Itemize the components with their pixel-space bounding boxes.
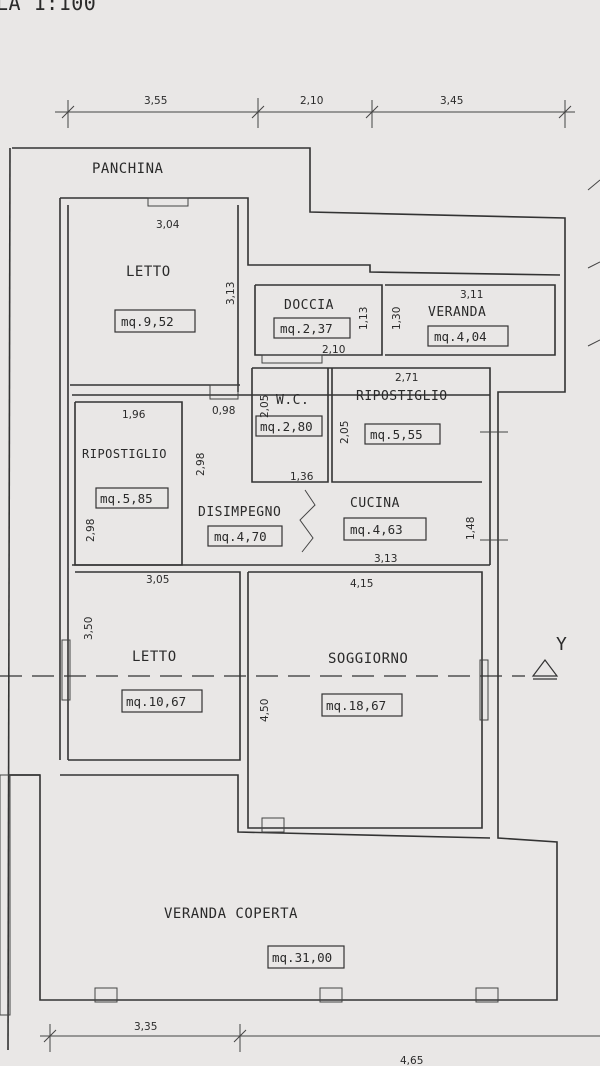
dim-label: 3,11 — [460, 289, 483, 301]
room-area: mq.4,70 — [214, 529, 267, 544]
axis-y-label: Y — [556, 634, 567, 655]
dim-label: 1,96 — [122, 409, 146, 421]
room-name: LETTO — [132, 649, 177, 665]
dim-label: 2,05 — [339, 421, 351, 444]
dim-label: 3,05 — [146, 574, 169, 586]
openings — [61, 197, 508, 1003]
section-marker: Y — [531, 634, 567, 680]
room-area: mq.4,04 — [434, 329, 487, 344]
area-box — [273, 317, 351, 339]
room-area: mq.2,37 — [280, 321, 333, 336]
area-box — [95, 487, 169, 509]
dim-label: 1,30 — [391, 307, 403, 330]
bottom-dimension-line: 3,35 4,65 — [40, 1021, 600, 1066]
dim-label: 0,98 — [212, 405, 235, 417]
scale-label: LA 1:100 — [0, 0, 96, 15]
room-area: mq.5,85 — [100, 491, 153, 506]
room-area: mq.10,67 — [126, 694, 186, 709]
dim-label: 4,50 — [259, 699, 271, 722]
room-area: mq.31,00 — [272, 950, 332, 965]
area-box — [255, 415, 323, 437]
area-box — [207, 525, 283, 547]
dim-label: 2,98 — [85, 519, 97, 542]
room-area: mq.5,55 — [370, 427, 423, 442]
label-panchina: PANCHINA — [92, 161, 164, 177]
room-name: VERANDA COPERTA — [164, 906, 298, 922]
dim-label: 3,13 — [374, 553, 397, 565]
area-box — [267, 945, 345, 969]
dim-label: 3,13 — [225, 282, 237, 305]
dim-top-3: 3,45 — [440, 95, 463, 107]
dim-bottom-2: 4,65 — [400, 1055, 423, 1066]
dim-label: 2,71 — [395, 372, 418, 384]
room-name: DOCCIA — [284, 298, 334, 313]
room-area: mq.2,80 — [260, 419, 313, 434]
left-edge-marks — [0, 774, 11, 1016]
room-area: mq.4,63 — [350, 522, 403, 537]
area-box — [343, 517, 427, 541]
room-name: W.C. — [276, 393, 309, 408]
dim-top-2: 2,10 — [300, 95, 323, 107]
area-box — [364, 423, 441, 445]
dim-label: 2,98 — [195, 453, 207, 476]
dim-label: 1,36 — [290, 471, 314, 483]
room-name: VERANDA — [428, 305, 486, 320]
dim-label: 1,13 — [358, 307, 370, 330]
dim-label: 2,10 — [322, 344, 345, 356]
area-box — [114, 309, 196, 333]
dim-top-1: 3,55 — [144, 95, 167, 107]
room-area: mq.9,52 — [121, 314, 174, 329]
dim-label: 1,48 — [465, 517, 477, 540]
dim-label: 3,04 — [156, 219, 180, 231]
room-name: RIPOSTIGLIO — [356, 389, 448, 404]
outer-walls — [7, 147, 566, 1051]
area-box — [427, 325, 509, 347]
top-dimension-line: 3,55 2,10 3,45 — [55, 95, 575, 128]
room-area: mq.18,67 — [326, 698, 386, 713]
room-name: DISIMPEGNO — [198, 505, 281, 520]
room-name: LETTO — [126, 264, 171, 280]
room-name: RIPOSTIGLIO — [82, 447, 167, 461]
inner-dimensions: 3,04 3,13 1,13 1,30 3,11 2,10 2,71 1,96 … — [83, 219, 483, 722]
area-box — [121, 689, 203, 713]
room-name: SOGGIORNO — [328, 651, 408, 667]
area-box — [321, 693, 403, 717]
dim-label: 3,50 — [83, 617, 95, 640]
right-edge-marks — [587, 179, 600, 347]
dim-label: 4,15 — [350, 578, 373, 590]
dim-bottom-1: 3,35 — [134, 1021, 157, 1033]
dim-label: 2,05 — [259, 395, 271, 418]
room-name: CUCINA — [350, 496, 400, 511]
